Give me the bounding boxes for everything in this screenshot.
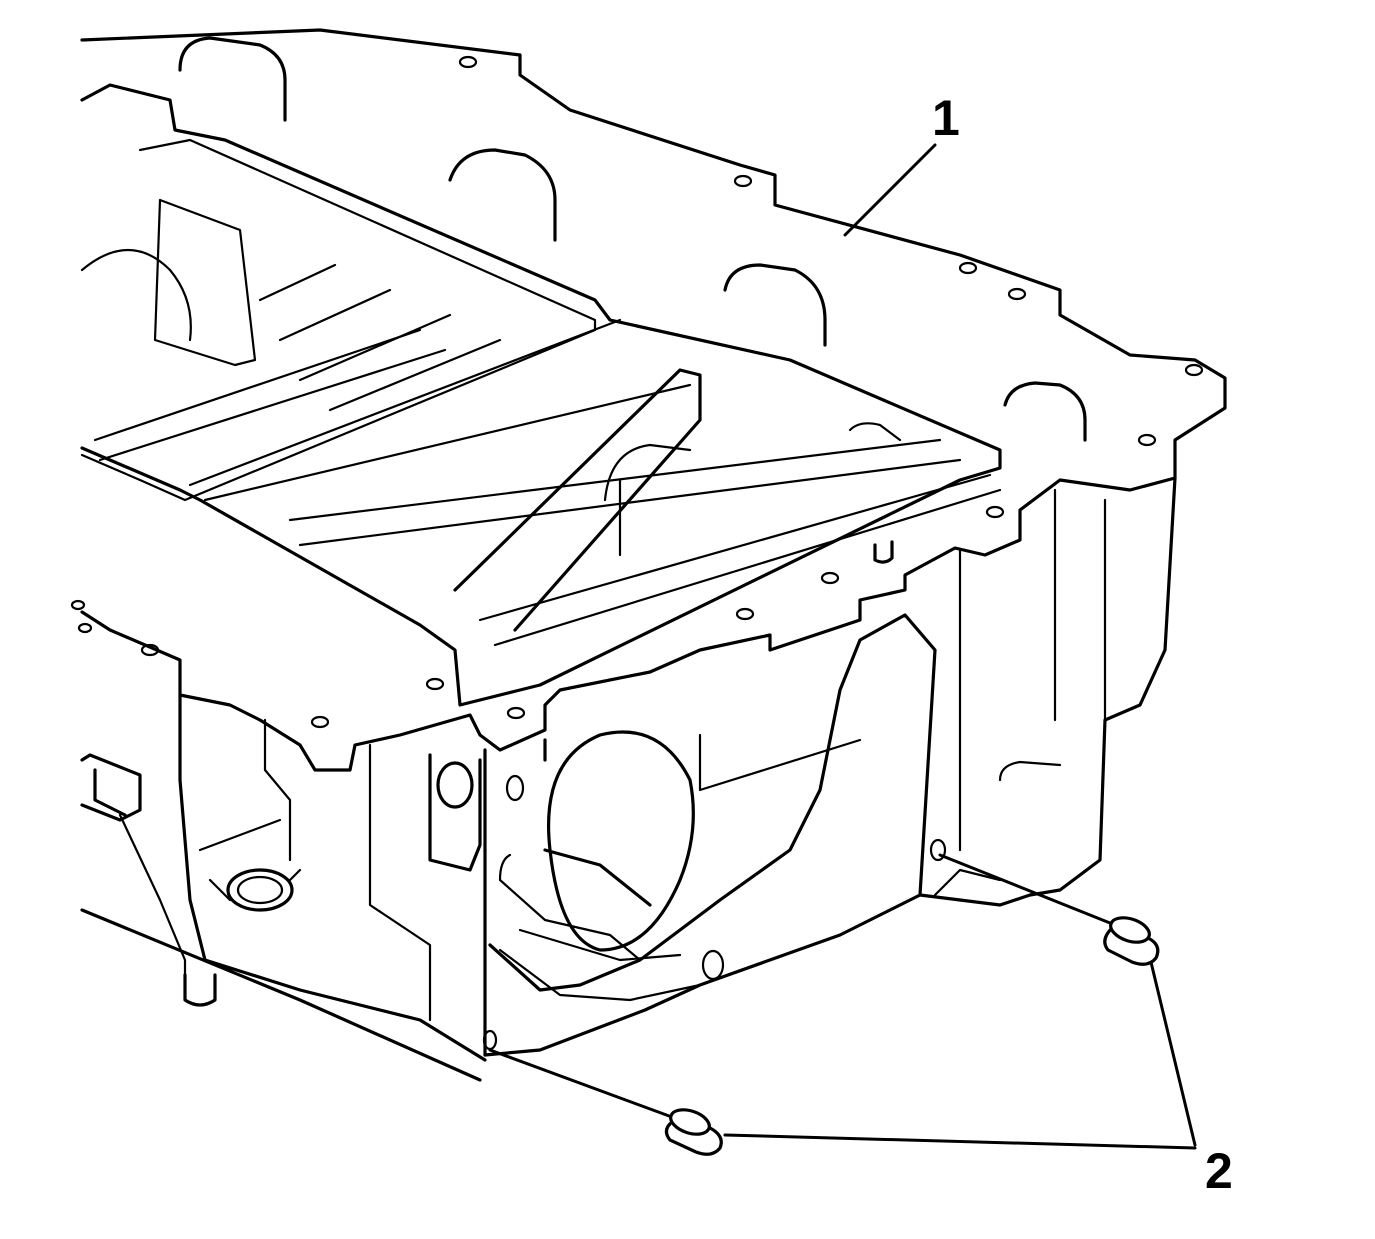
front-rib bbox=[498, 853, 642, 962]
pan-right-wall bbox=[918, 476, 1177, 907]
cavity-curve-right bbox=[603, 443, 692, 502]
leader-line-1 bbox=[843, 143, 937, 237]
rail-upper bbox=[288, 438, 1002, 647]
sump-floor bbox=[498, 928, 702, 1002]
baffle-left bbox=[153, 198, 257, 367]
inner-wall-right bbox=[618, 422, 902, 557]
leader-line-2b bbox=[723, 1133, 1197, 1150]
leader-dowel-upper-axis bbox=[938, 853, 1117, 927]
oil-pan bbox=[70, 28, 1227, 1082]
oil-pickup-channels bbox=[93, 318, 692, 502]
mount-foot bbox=[873, 540, 894, 564]
pan-flange-outer bbox=[80, 28, 1227, 772]
leader-dowel-lower-axis bbox=[488, 1048, 682, 1122]
front-hole-2 bbox=[701, 949, 725, 981]
leader-line-2a bbox=[1148, 956, 1197, 1147]
crossmember bbox=[453, 368, 702, 632]
large-oval-opening bbox=[546, 730, 695, 952]
center-boss-hole bbox=[436, 761, 474, 809]
dowel-pin-lower bbox=[664, 1108, 723, 1156]
pan-right-wall-inner bbox=[958, 488, 1107, 852]
bolt-boss-3 bbox=[723, 263, 827, 347]
bolt-boss-1 bbox=[178, 36, 287, 122]
front-hole-3 bbox=[929, 838, 947, 862]
oil-level-sensor bbox=[80, 753, 217, 1007]
baffle-ribs bbox=[258, 263, 502, 412]
center-boss bbox=[428, 753, 482, 872]
callout-1: 1 bbox=[932, 90, 960, 146]
cavity-curve-left bbox=[80, 249, 192, 342]
pan-flange-inner-lip bbox=[80, 138, 597, 502]
callout-2: 2 bbox=[1205, 1143, 1233, 1199]
dowel-pin-upper bbox=[1103, 916, 1160, 966]
bolt-holes bbox=[70, 55, 1204, 729]
front-face-inner bbox=[543, 738, 652, 907]
front-hole-1 bbox=[505, 774, 525, 802]
pan-right-wall-lip bbox=[933, 868, 1002, 897]
drain-plug bbox=[208, 868, 302, 912]
left-wall-detail bbox=[198, 718, 432, 1022]
bolt-boss-4 bbox=[1003, 381, 1087, 442]
pan-left-wall bbox=[80, 693, 487, 1082]
pan-flange-inner bbox=[80, 83, 1002, 707]
pan-front-face bbox=[483, 613, 937, 1057]
bolt-boss-2 bbox=[448, 148, 557, 242]
oval-rim bbox=[698, 733, 862, 792]
